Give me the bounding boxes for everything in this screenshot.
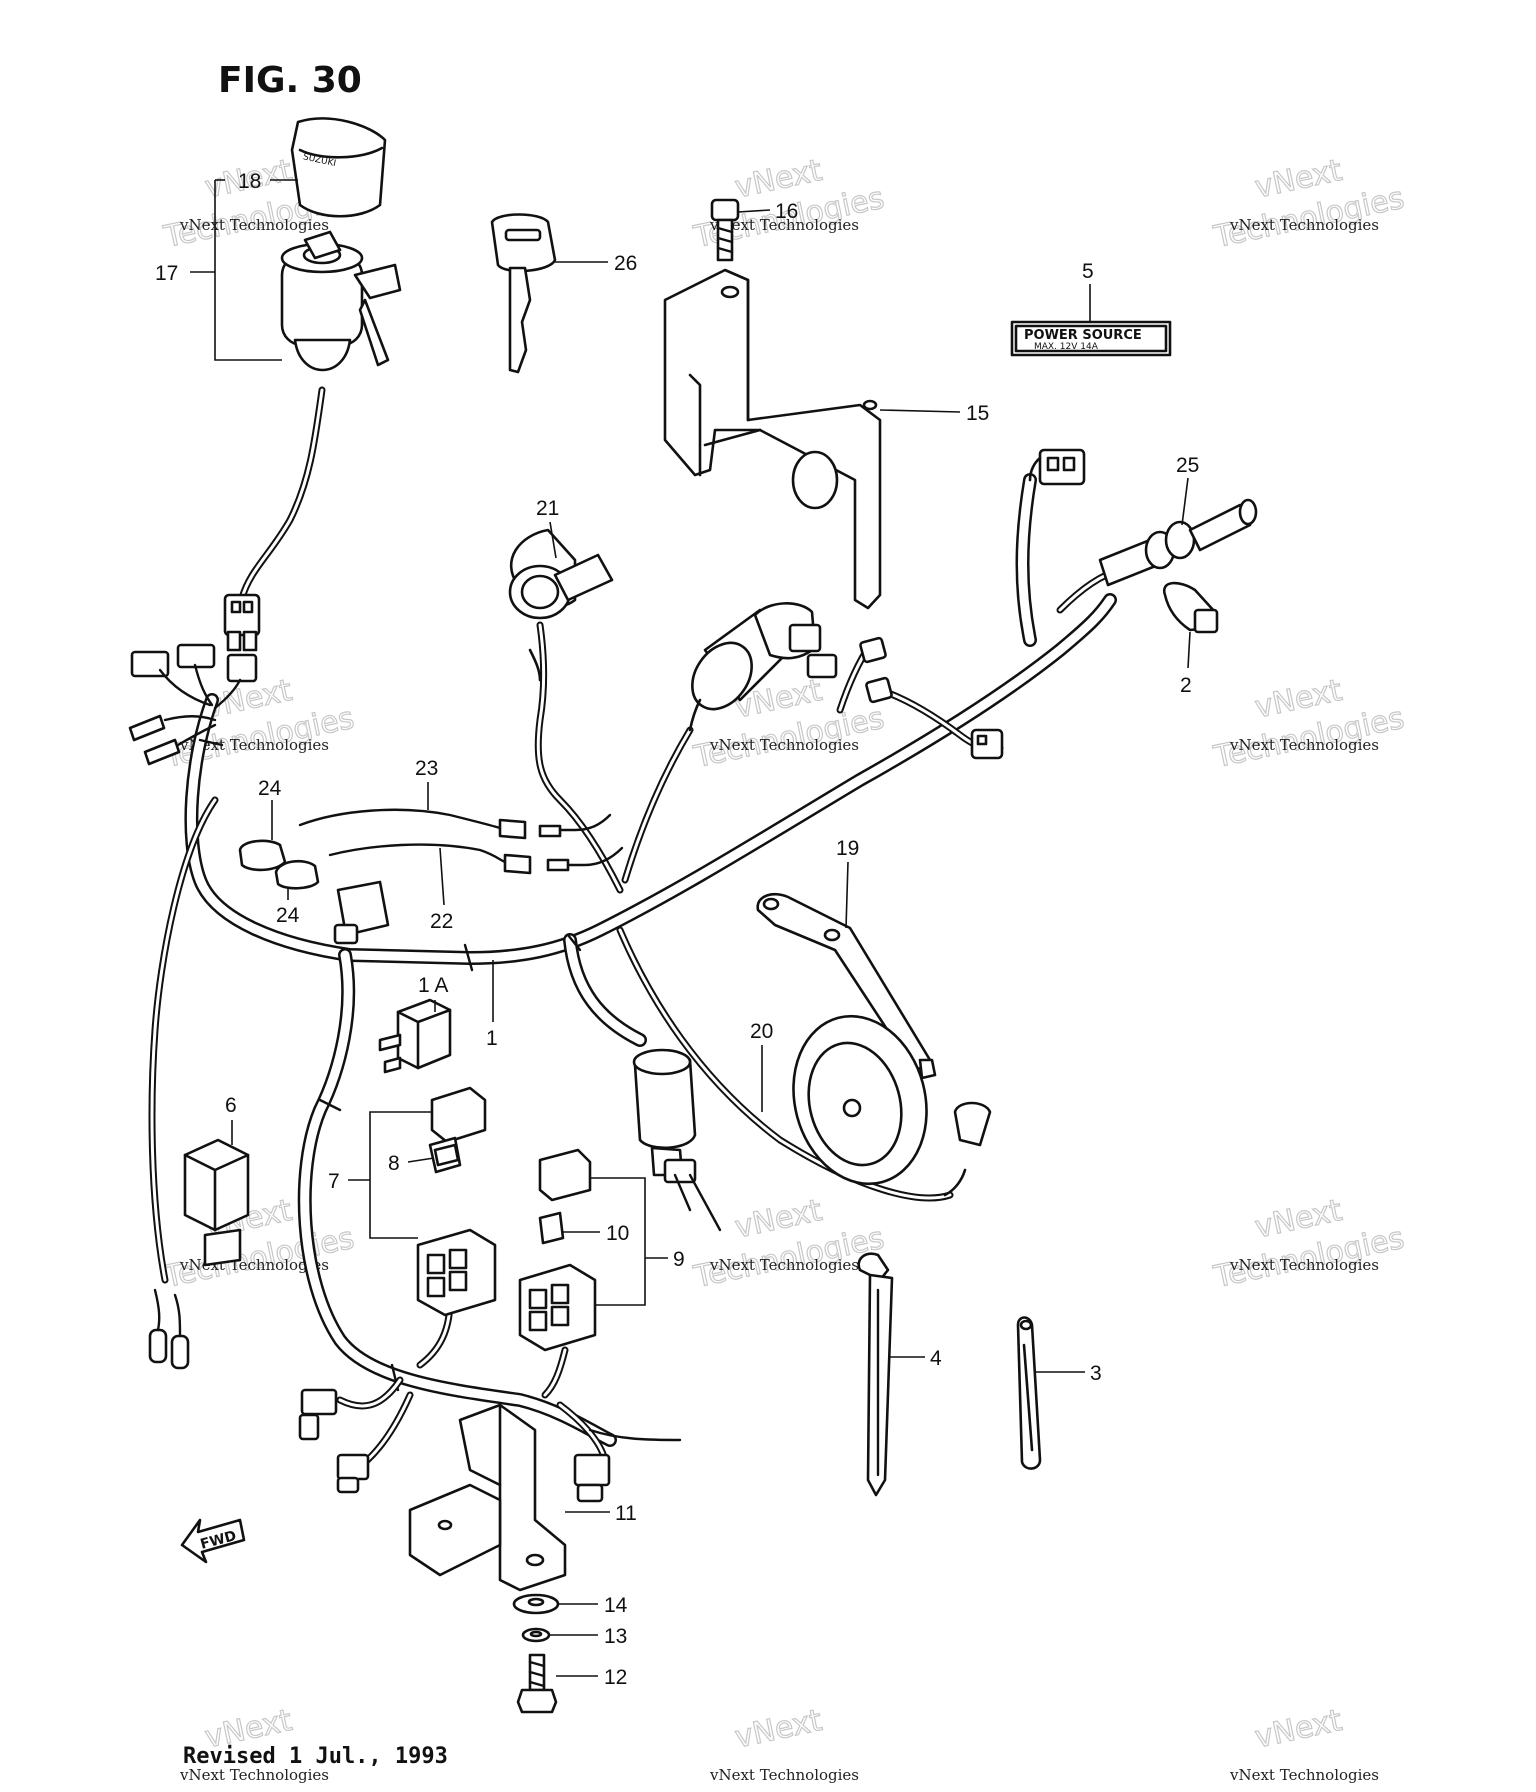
svg-text:vNext Technologies: vNext Technologies bbox=[1229, 1766, 1379, 1784]
cable-tie-4[interactable] bbox=[857, 1252, 894, 1497]
watermark: vNext vNext Technologies bbox=[709, 1702, 859, 1784]
power-source-decal[interactable]: POWER SOURCE MAX. 12V 14A bbox=[1010, 320, 1172, 357]
callout-9: 9 bbox=[673, 1248, 685, 1271]
callout-17: 17 bbox=[155, 262, 178, 285]
callout-10: 10 bbox=[606, 1222, 629, 1245]
callout-22: 22 bbox=[430, 910, 453, 933]
connector-right-lower[interactable] bbox=[970, 728, 1004, 760]
horn-20[interactable] bbox=[775, 1001, 992, 1199]
callout-2: 2 bbox=[1180, 674, 1192, 697]
band-3[interactable] bbox=[1016, 1316, 1042, 1470]
cap-24-lower[interactable] bbox=[274, 859, 320, 890]
svg-text:vNext: vNext bbox=[1252, 1703, 1345, 1756]
callout-1: 1 bbox=[486, 1027, 498, 1050]
svg-text:vNext Technologies: vNext Technologies bbox=[709, 1256, 859, 1274]
watermark: vNext Technologies vNext Technologies bbox=[690, 1192, 888, 1295]
bracket-15[interactable] bbox=[663, 268, 882, 610]
connector-right-top[interactable] bbox=[1028, 448, 1086, 486]
callout-18: 18 bbox=[238, 170, 261, 193]
connector-bottom-left[interactable] bbox=[298, 1388, 370, 1494]
decal-line1: POWER SOURCE bbox=[1024, 328, 1142, 343]
callout-8: 8 bbox=[388, 1152, 400, 1175]
callout-21: 21 bbox=[536, 497, 559, 520]
connector-centre-group[interactable] bbox=[859, 636, 893, 704]
callout-14: 14 bbox=[604, 1594, 628, 1617]
callout-1a: 1 A bbox=[418, 974, 448, 997]
cap-24-upper[interactable] bbox=[238, 839, 287, 872]
forward-direction-arrow: FWD bbox=[180, 1518, 246, 1564]
svg-text:vNext Technologies: vNext Technologies bbox=[709, 216, 859, 234]
callout-12: 12 bbox=[604, 1666, 627, 1689]
lock-washer-13[interactable] bbox=[521, 1627, 551, 1643]
callout-24-lower: 24 bbox=[276, 904, 300, 927]
callout-5: 5 bbox=[1082, 260, 1094, 283]
svg-text:vNext Technologies: vNext Technologies bbox=[1229, 216, 1379, 234]
bolt-12[interactable] bbox=[516, 1653, 558, 1714]
main-wiring-harness bbox=[184, 473, 1117, 1447]
fuse-10[interactable] bbox=[538, 1211, 565, 1245]
callout-11: 11 bbox=[615, 1502, 637, 1525]
harness-connector-mid[interactable] bbox=[333, 880, 390, 945]
connector-bottom-right[interactable] bbox=[573, 1453, 611, 1503]
callout-7: 7 bbox=[328, 1170, 340, 1193]
callout-13: 13 bbox=[604, 1625, 627, 1648]
svg-text:vNext Technologies: vNext Technologies bbox=[709, 1766, 859, 1784]
clamp-2[interactable] bbox=[1162, 581, 1219, 634]
connector-block-left[interactable] bbox=[128, 643, 258, 766]
washer-14[interactable] bbox=[512, 1593, 560, 1615]
callout-23: 23 bbox=[415, 757, 438, 780]
callout-leaders bbox=[190, 179, 1191, 1677]
decal-line2: MAX. 12V 14A bbox=[1034, 342, 1099, 352]
callout-24-upper: 24 bbox=[258, 777, 282, 800]
callout-3: 3 bbox=[1090, 1362, 1102, 1385]
callout-16: 16 bbox=[775, 200, 798, 223]
bolt-16[interactable] bbox=[710, 198, 740, 262]
lead-wire-23[interactable] bbox=[298, 808, 612, 840]
watermark: vNext vNext Technologies bbox=[1229, 1702, 1379, 1784]
svg-text:vNext Technologies: vNext Technologies bbox=[179, 216, 329, 234]
watermark: vNext Technologies vNext Technologies bbox=[1210, 152, 1408, 255]
callout-19: 19 bbox=[836, 837, 859, 860]
callout-4: 4 bbox=[930, 1347, 942, 1370]
revision-note: Revised 1 Jul., 1993 bbox=[183, 1744, 448, 1769]
callout-20: 20 bbox=[750, 1020, 773, 1043]
figure-title: FIG. 30 bbox=[218, 60, 362, 101]
watermark: vNext Technologies vNext Technologies bbox=[1210, 672, 1408, 775]
callout-labels: 1 1 A 2 3 4 5 6 7 8 9 10 11 12 13 14 15 … bbox=[155, 170, 1199, 1689]
lead-wire-22[interactable] bbox=[328, 843, 624, 875]
svg-text:vNext Technologies: vNext Technologies bbox=[709, 736, 859, 754]
ignition-switch-cover[interactable]: SUZUKI bbox=[290, 117, 387, 218]
bracket-11[interactable] bbox=[408, 1403, 567, 1592]
harness-small-wires bbox=[148, 386, 1124, 1474]
fuse-box-9[interactable] bbox=[518, 1148, 597, 1352]
handlebar-switch-21[interactable] bbox=[508, 528, 614, 682]
svg-text:vNext Technologies: vNext Technologies bbox=[179, 736, 329, 754]
svg-text:vNext Technologies: vNext Technologies bbox=[179, 1766, 329, 1784]
svg-text:vNext Technologies: vNext Technologies bbox=[1229, 1256, 1379, 1274]
fuse-8[interactable] bbox=[433, 1143, 460, 1167]
ignition-switch[interactable] bbox=[223, 230, 402, 652]
ignition-coil-lower[interactable] bbox=[632, 1048, 722, 1232]
watermark: vNext Technologies vNext Technologies bbox=[1210, 1192, 1408, 1295]
ignition-key[interactable] bbox=[490, 213, 557, 374]
svg-text:vNext Technologies: vNext Technologies bbox=[1229, 736, 1379, 754]
ignition-coil-upper[interactable] bbox=[680, 602, 838, 732]
callout-26: 26 bbox=[614, 252, 637, 275]
callout-15: 15 bbox=[966, 402, 989, 425]
connector-grommet-25[interactable] bbox=[1098, 498, 1258, 587]
fuse-box-7[interactable] bbox=[416, 1086, 497, 1317]
relay-6[interactable] bbox=[148, 1138, 250, 1370]
svg-text:vNext: vNext bbox=[732, 1703, 825, 1756]
callout-25: 25 bbox=[1176, 454, 1199, 477]
callout-6: 6 bbox=[225, 1094, 237, 1117]
relay-1a[interactable] bbox=[378, 998, 452, 1074]
